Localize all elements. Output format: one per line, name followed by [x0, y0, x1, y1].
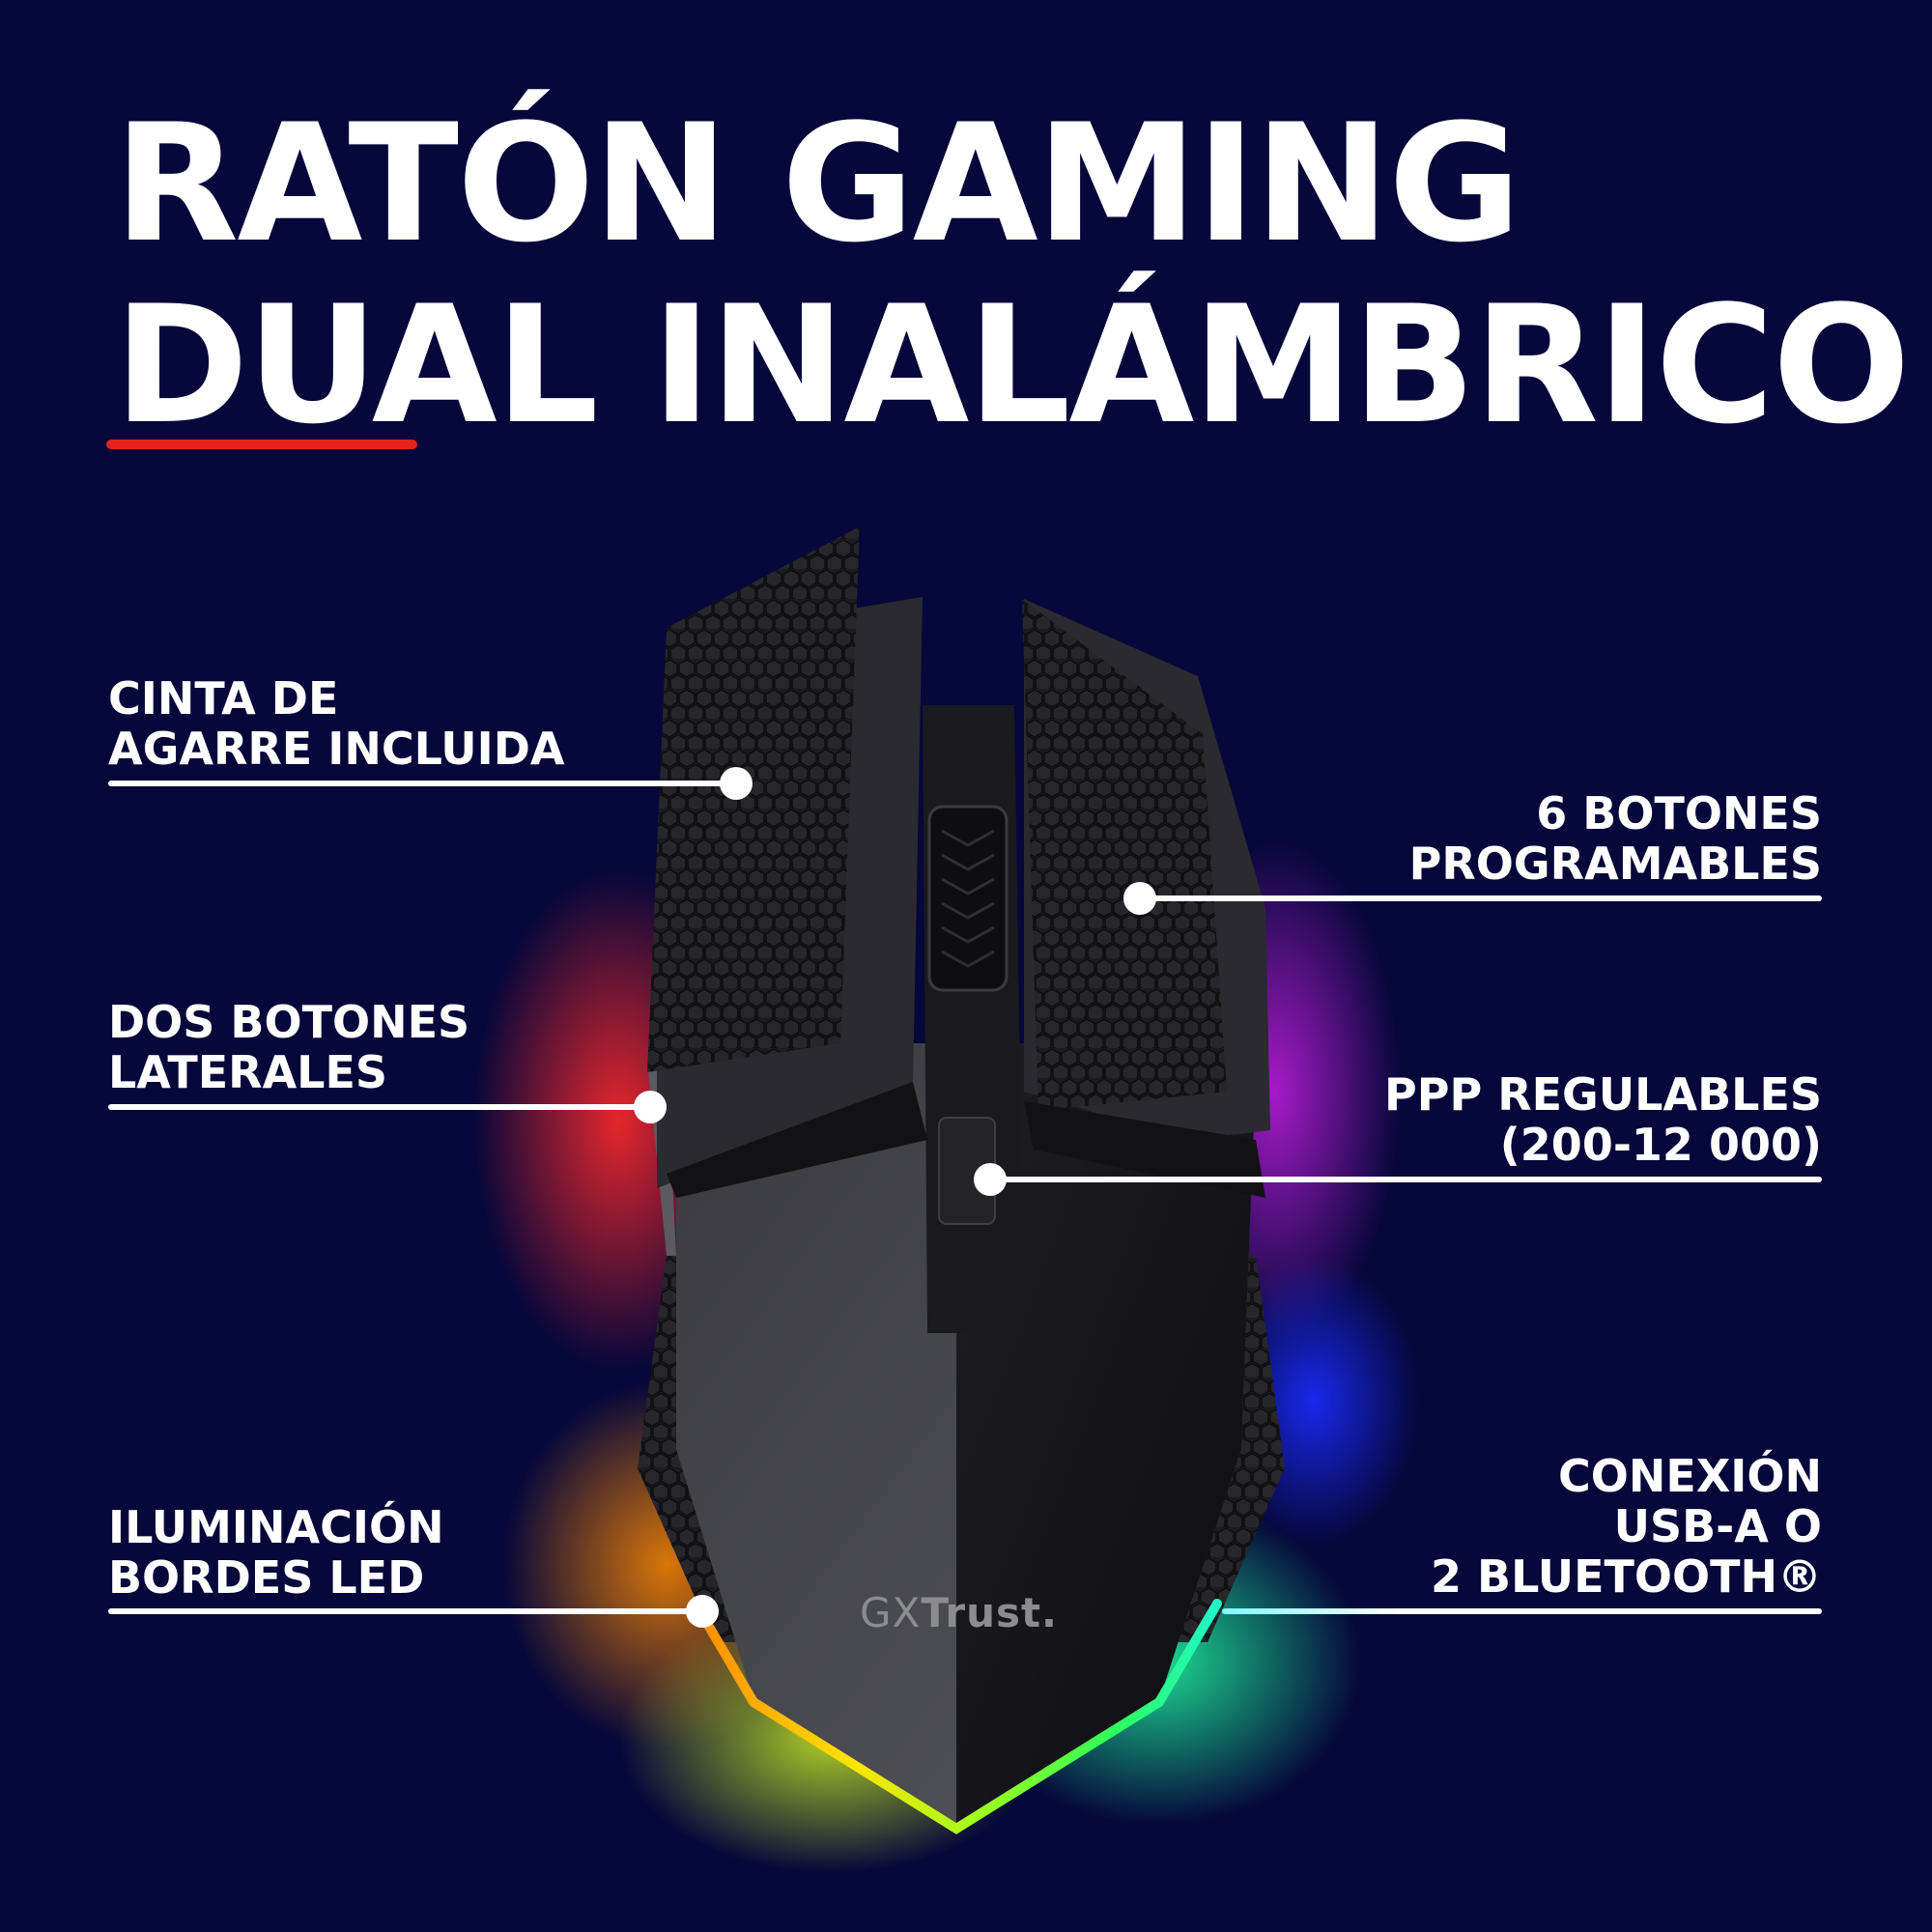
- scroll-wheel: [927, 805, 1009, 992]
- leader-line-grip-tape: [108, 781, 736, 786]
- title-line-2: DUAL INALÁMBRICO: [114, 270, 1911, 460]
- feature-grip-tape: CINTA DE AGARRE INCLUIDA: [108, 673, 565, 774]
- leader-line-connectivity: [1222, 1608, 1822, 1614]
- feature-line: 2 BLUETOOTH®: [1431, 1550, 1822, 1603]
- feature-adjustable-dpi: PPP REGULABLES (200-12 000): [1384, 1069, 1822, 1170]
- led-edge-strip: [691, 1599, 1222, 1834]
- feature-line: LATERALES: [108, 1046, 388, 1098]
- grip-tape-right: [1022, 599, 1227, 1111]
- feature-line: 6 BOTONES: [1536, 787, 1822, 839]
- title-line-1: RATÓN GAMING: [114, 89, 1521, 278]
- brand-logo: GXTrust.: [860, 1589, 1058, 1636]
- leader-line-side-buttons: [108, 1104, 649, 1110]
- feature-line: AGARRE INCLUIDA: [108, 723, 565, 775]
- callout-dot-grip-tape: [720, 767, 753, 800]
- callout-dot-adjustable-dpi: [974, 1163, 1007, 1196]
- feature-line: DOS BOTONES: [108, 996, 470, 1048]
- leader-line-led-lighting: [108, 1608, 702, 1614]
- feature-line: BORDES LED: [108, 1551, 425, 1604]
- feature-line: ILUMINACIÓN: [108, 1501, 444, 1553]
- feature-led-lighting: ILUMINACIÓN BORDES LED: [108, 1502, 444, 1603]
- feature-programmable-buttons: 6 BOTONES PROGRAMABLES: [1409, 788, 1822, 889]
- feature-line: CONEXIÓN: [1558, 1450, 1822, 1502]
- leader-line-adjustable-dpi: [990, 1177, 1822, 1182]
- feature-side-buttons: DOS BOTONES LATERALES: [108, 997, 469, 1097]
- callout-dot-side-buttons: [634, 1091, 667, 1123]
- callout-dot-led-lighting: [686, 1595, 719, 1628]
- leader-line-programmable-buttons: [1140, 895, 1822, 901]
- feature-line: PPP REGULABLES: [1384, 1068, 1822, 1121]
- title-accent-bar: [106, 440, 417, 449]
- brand-prefix: GX: [860, 1589, 922, 1636]
- feature-line: (200-12 000): [1499, 1119, 1822, 1171]
- feature-line: USB-A O: [1613, 1500, 1822, 1552]
- feature-line: PROGRAMABLES: [1408, 838, 1822, 890]
- grip-tape-left: [647, 526, 860, 1072]
- callout-dot-programmable-buttons: [1123, 882, 1156, 915]
- page-title: RATÓN GAMING DUAL INALÁMBRICO: [114, 89, 1911, 460]
- feature-line: CINTA DE: [108, 672, 339, 724]
- brand-name: Trust.: [921, 1589, 1059, 1636]
- feature-connectivity: CONEXIÓN USB-A O 2 BLUETOOTH®: [1431, 1451, 1822, 1602]
